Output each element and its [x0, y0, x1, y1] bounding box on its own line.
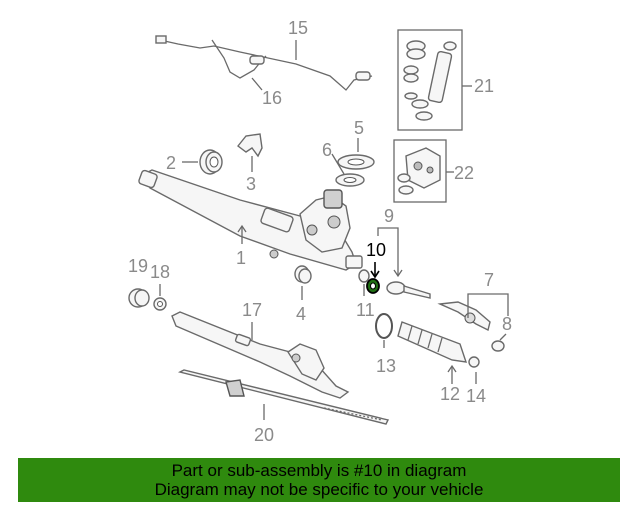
part-4-bushing	[294, 265, 312, 284]
footer-line-1: Part or sub-assembly is #10 in diagram	[171, 461, 467, 480]
callout-5: 5	[354, 118, 364, 138]
callout-16: 16	[262, 88, 282, 108]
part-6-insulator	[335, 173, 365, 187]
part-16-pressure-line	[211, 39, 267, 79]
part-13-boot-clamp	[375, 313, 393, 339]
part-9-inner-tie-rod	[386, 281, 431, 299]
part-19-bushing	[128, 288, 150, 308]
callout-9: 9	[384, 206, 394, 226]
callout-8: 8	[502, 314, 512, 334]
callout-11: 11	[356, 300, 375, 320]
part-15-return-line	[155, 35, 373, 91]
callout-15: 15	[288, 18, 308, 38]
callout-2: 2	[166, 153, 176, 173]
part-7-tie-rod-end	[437, 301, 491, 332]
callout-12: 12	[440, 384, 460, 404]
part-18-bushing	[153, 297, 167, 311]
part-8-castle-nut	[491, 340, 505, 352]
parts-diagram: 15 16 21 22 2 3	[128, 18, 512, 445]
callout-10: 10	[366, 240, 386, 260]
part-20-steering-rack	[178, 369, 390, 425]
part-17-rack-housing	[171, 311, 350, 399]
callout-21: 21	[474, 76, 494, 96]
callout-14: 14	[466, 386, 486, 406]
callout-13: 13	[376, 356, 396, 376]
callout-20: 20	[254, 425, 274, 445]
callout-7: 7	[484, 270, 494, 290]
part-11-nut	[358, 269, 370, 283]
footer-line-2: Diagram may not be specific to your vehi…	[154, 480, 484, 499]
part-21-valve-kit	[397, 29, 463, 131]
part-5-seal	[337, 154, 375, 170]
part-14-nut	[468, 356, 480, 368]
callout-22: 22	[454, 163, 474, 183]
callout-17: 17	[242, 300, 262, 320]
callout-6: 6	[322, 140, 332, 160]
part-1-rack-housing	[138, 169, 363, 271]
part-12-rack-boot	[397, 321, 468, 363]
callout-19: 19	[128, 256, 148, 276]
footer-notice: Part or sub-assembly is #10 in diagram D…	[18, 458, 620, 502]
part-3-bracket	[237, 133, 263, 158]
part-10-lock-washer	[366, 278, 380, 294]
callout-1: 1	[236, 248, 246, 268]
callout-3: 3	[246, 174, 256, 194]
callout-4: 4	[296, 304, 306, 324]
callout-18: 18	[150, 262, 170, 282]
part-2-bushing	[199, 149, 223, 175]
part-22-valve-body	[393, 139, 447, 203]
